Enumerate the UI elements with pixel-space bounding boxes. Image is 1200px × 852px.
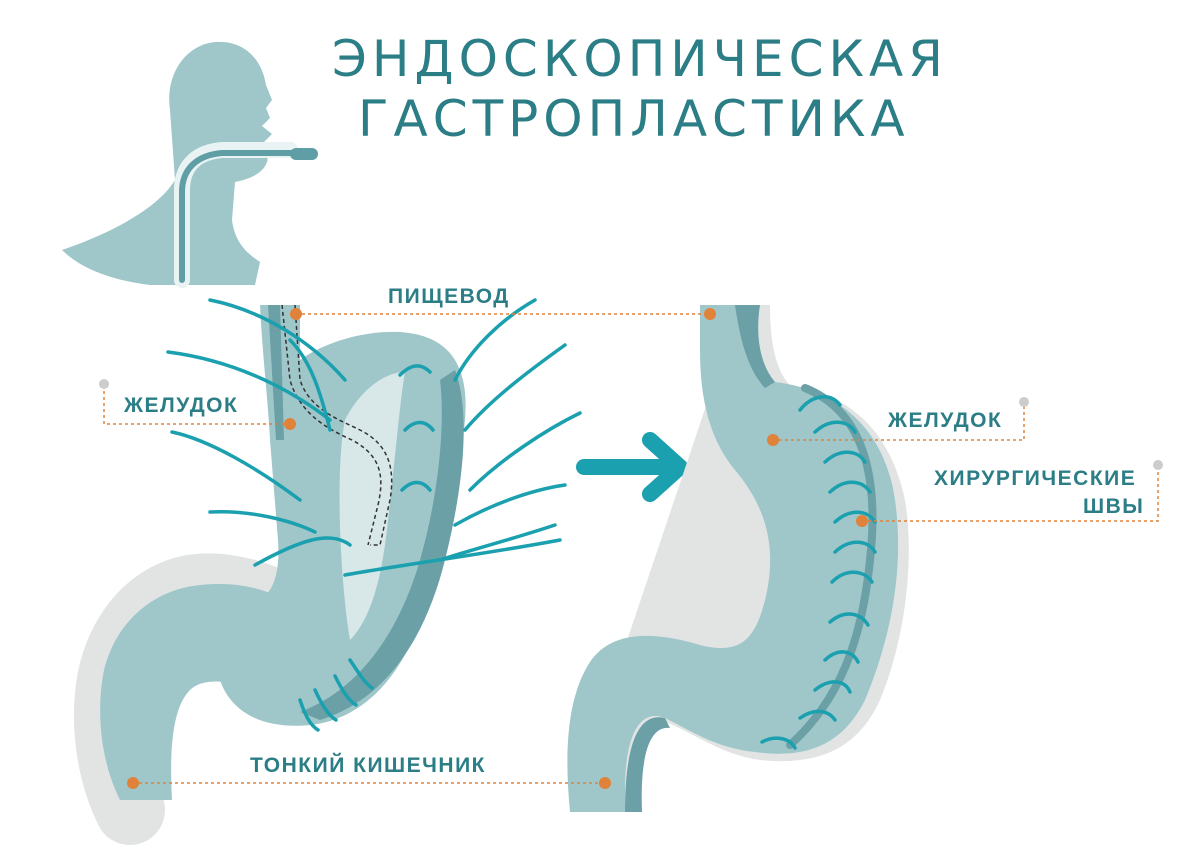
page-title-line-1: ЭНДОСКОПИЧЕСКАЯ	[332, 30, 948, 88]
stomach-after-illustration	[567, 305, 909, 812]
right-arrow-icon	[576, 432, 688, 502]
leader-lines	[103, 313, 1159, 784]
label-sutures-line-2: ШВЫ	[1083, 495, 1145, 518]
label-sutures-line-1: ХИРУРГИЧЕСКИЕ	[934, 467, 1137, 490]
leader-dots	[99, 308, 1163, 789]
label-stomach-after: ЖЕЛУДОК	[888, 409, 1003, 432]
stomach-before-illustration	[74, 298, 582, 845]
head-silhouette-icon	[62, 41, 318, 288]
label-esophagus: ПИЩЕВОД	[388, 285, 510, 308]
page-title-line-2: ГАСТРОПЛАСТИКА	[358, 90, 910, 148]
label-stomach-before: ЖЕЛУДОК	[124, 394, 239, 417]
label-small-intestine: ТОНКИЙ КИШЕЧНИК	[250, 754, 486, 777]
